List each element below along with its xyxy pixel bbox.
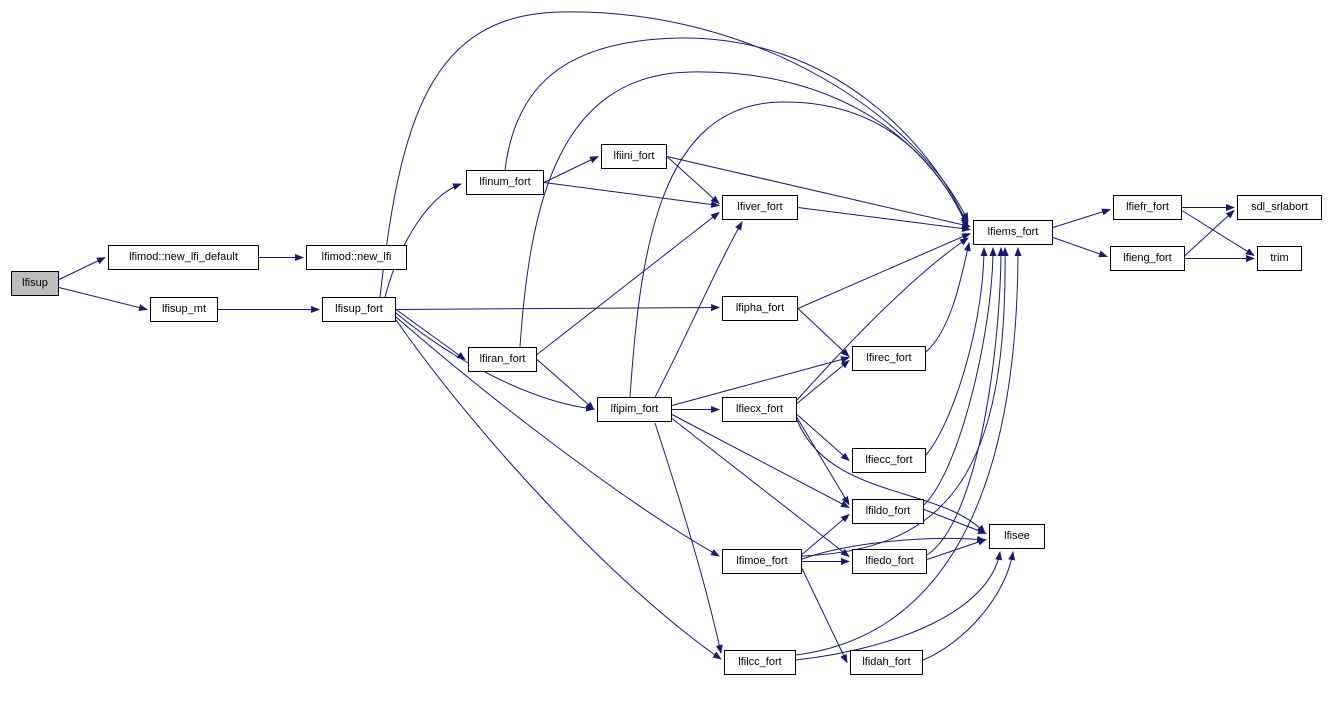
node-label: lfiedo_fort [865,555,914,567]
node-lfipha_fort[interactable]: lfipha_fort [722,296,798,321]
node-lfiran_fort[interactable]: lfiran_fort [468,347,537,372]
node-lfimod-new_lfi[interactable]: lfimod::new_lfi [306,245,407,270]
node-label: lfiecx_fort [735,403,784,415]
node-lfilcc_fort[interactable]: lfilcc_fort [724,650,796,675]
node-label: sdl_srlabort [1251,201,1308,213]
edge-lfiecc_fort-to-lfiems_fort [925,247,988,456]
node-label: lfiefr_fort [1126,201,1169,213]
node-lfirec_fort[interactable]: lfirec_fort [852,346,926,371]
edge-lfipim_fort-to-lfirec_fort [671,356,850,406]
edge-lfiecx_fort-to-lfirec_fort [796,359,850,404]
node-lfisup[interactable]: lfisup [11,271,59,296]
node-label: lfiver_fort [737,201,783,213]
edge-lfisup_fort-to-lfiran_fort [395,309,466,361]
edge-lfiecx_fort-to-lfiecc_fort [796,414,850,462]
node-lfiecx_fort[interactable]: lfiecx_fort [722,397,797,422]
edge-lfisup_fort-to-lfiems_fort [379,11,969,298]
node-lfisup_mt[interactable]: lfisup_mt [150,297,218,322]
edge-lfisup_fort-to-lfipha_fort [395,304,720,312]
node-label: lfipha_fort [735,302,785,314]
node-label: lfisup [22,277,48,289]
node-lfisup_fort[interactable]: lfisup_fort [322,297,396,322]
edge-lfidah_fort-to-lfisee [922,551,1016,661]
node-label: lfilcc_fort [738,656,782,668]
node-lfiecc_fort[interactable]: lfiecc_fort [852,448,926,473]
edge-lfiedo_fort-to-lfiems_fort [926,247,1005,556]
edge-lfirec_fort-to-lfiems_fort [925,242,971,353]
edge-lfiecx_fort-to-lfiems_fort [796,237,969,401]
edge-lfimoe_fort-to-lfildo_fort [801,513,850,555]
node-label: lfidah_fort [862,656,911,668]
edge-lfisup_fort-to-lfipim_fort [395,312,595,412]
edge-lfisup-to-lfimod-new_lfi_default [58,257,106,280]
edge-lfipim_fort-to-lfiver_fort [654,221,743,398]
node-label: lfipim_fort [610,403,659,415]
edge-lfisup_fort-to-lfilcc_fort [395,319,722,660]
edge-lfiems_fort-to-lfiefr_fort [1052,208,1111,228]
edge-lfilcc_fort-to-lfisee [795,551,1003,661]
edge-lfiems_fort-to-lfieng_fort [1052,237,1108,258]
edge-lfinum_fort-to-lfiver_fort [543,182,720,208]
node-label: lfisup_mt [161,303,207,315]
node-lfiems_fort[interactable]: lfiems_fort [973,220,1053,245]
edge-lfiver_fort-to-lfiems_fort [797,207,971,232]
node-lfiver_fort[interactable]: lfiver_fort [722,195,798,220]
node-label: lfisup_fort [335,303,383,315]
node-label: lfildo_fort [865,505,911,517]
node-label: lfiems_fort [987,226,1039,238]
edge-lfisup_fort-to-lfinum_fort [384,183,462,298]
edge-lfildo_fort-to-lfiems_fort [923,247,997,506]
node-label: lfiini_fort [613,150,655,162]
node-lfieng_fort[interactable]: lfieng_fort [1110,246,1185,271]
node-label: lfisee [1004,530,1030,542]
node-label: lfimoe_fort [736,555,788,567]
edge-lfipim_fort-to-lfiedo_fort [671,418,850,558]
edge-lfieng_fort-to-sdl_srlabort [1184,209,1235,256]
node-lfinum_fort[interactable]: lfinum_fort [466,170,544,195]
edge-lfiran_fort-to-lfiver_fort [536,211,720,355]
node-label: lfimod::new_lfi [321,251,392,263]
node-lfimod-new_lfi_default[interactable]: lfimod::new_lfi_default [108,245,259,270]
edge-lfinum_fort-to-lfiini_fort [543,156,599,183]
node-label: lfieng_fort [1123,252,1172,264]
node-lfisee[interactable]: lfisee [989,524,1045,549]
node-label: lfiecc_fort [865,454,913,466]
node-label: lfinum_fort [479,176,531,188]
node-trim[interactable]: trim [1257,246,1302,271]
edge-lfiefr_fort-to-trim [1181,210,1255,257]
node-lfiefr_fort[interactable]: lfiefr_fort [1113,195,1182,220]
node-lfimoe_fort[interactable]: lfimoe_fort [722,549,802,574]
edge-lfimoe_fort-to-lfisee [801,535,986,560]
node-label: lfiran_fort [479,353,526,365]
edge-lfimoe_fort-to-lfidah_fort [801,568,848,664]
edge-lfiini_fort-to-lfiver_fort [666,156,720,205]
edge-lfilcc_fort-to-lfiems_fort [795,247,1022,656]
edge-lfiran_fort-to-lfipim_fort [536,359,595,411]
node-lfidah_fort[interactable]: lfidah_fort [850,650,923,675]
edge-lfipim_fort-to-lfildo_fort [671,414,850,508]
edge-lfisup-to-lfisup_mt [58,287,148,311]
node-lfiedo_fort[interactable]: lfiedo_fort [852,549,927,574]
node-sdl_srlabort[interactable]: sdl_srlabort [1237,195,1322,220]
edge-lfiecx_fort-to-lfisee [796,419,986,534]
node-lfiini_fort[interactable]: lfiini_fort [601,144,667,169]
edge-lfisup_fort-to-lfimoe_fort [395,316,720,557]
edge-lfipha_fort-to-lfiems_fort [797,233,971,309]
edge-lfipim_fort-to-lfiems_fort [629,101,969,398]
node-lfipim_fort[interactable]: lfipim_fort [597,397,672,422]
node-lfildo_fort[interactable]: lfildo_fort [852,499,924,524]
edge-lfiecx_fort-to-lfildo_fort [796,417,850,506]
edge-lfipim_fort-to-lfilcc_fort [654,422,723,654]
edge-lfiini_fort-to-lfiems_fort [666,156,971,229]
edge-lfipha_fort-to-lfirec_fort [797,308,850,358]
node-label: lfirec_fort [866,352,912,364]
node-label: lfimod::new_lfi_default [129,251,238,263]
node-label: trim [1270,252,1289,264]
edge-lfinum_fort-to-lfiems_fort [504,37,968,225]
edge-lfildo_fort-to-lfisee [923,509,987,534]
edge-lfiedo_fort-to-lfisee [926,538,987,560]
